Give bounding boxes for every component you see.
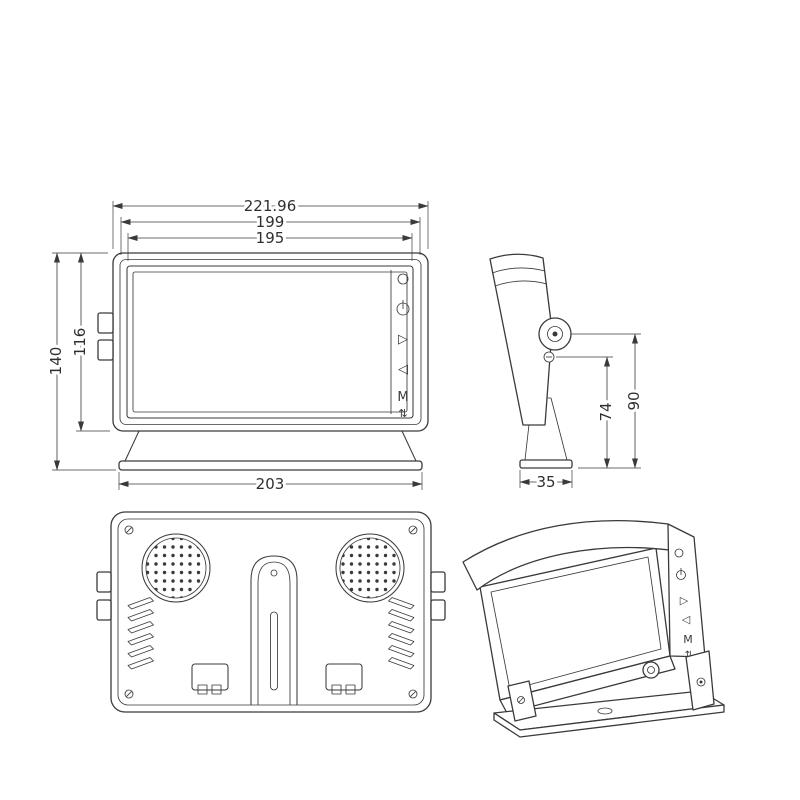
dim-bezel-width: 199 [120, 210, 421, 255]
dim-mount-to-base: 90 [571, 333, 646, 469]
mount-tab [96, 599, 112, 621]
vent-slat [388, 657, 415, 670]
column-screw-icon [270, 569, 278, 577]
updown-icon: ⇅ [685, 650, 693, 661]
monitor-bezel-line [119, 259, 422, 425]
mount-tab [97, 339, 114, 361]
dim-body-height: 116 [68, 252, 110, 432]
vent-slat [127, 633, 154, 646]
monitor-outer-outline [112, 252, 429, 432]
vent-slat [388, 633, 415, 646]
screen-outer-frame [126, 265, 414, 419]
mount-column [250, 555, 298, 705]
dim-screw-to-base-label: 74 [597, 402, 615, 421]
vent-slat [388, 645, 415, 658]
front-view: ▷ ◁ M ⇅ 221.96 199 [44, 194, 429, 496]
power-led-icon [674, 548, 684, 558]
dim-overall-height-label: 140 [47, 347, 65, 376]
vent-slat [127, 597, 154, 610]
perspective-stand [493, 650, 725, 738]
dim-screw-to-base: 74 [556, 356, 618, 469]
stand-leg-left [507, 680, 537, 722]
mount-tab [97, 312, 114, 334]
back-inner-line [117, 518, 425, 706]
dim-overall-width: 221.96 [112, 194, 429, 249]
visor-edge-line [491, 267, 546, 274]
power-icon [396, 300, 410, 316]
power-led-icon [397, 273, 409, 285]
vent-slat [388, 621, 415, 634]
button-column: ▷ ◁ M ⇅ [396, 273, 410, 420]
dim-mount-to-base-label: 90 [625, 391, 643, 410]
vent-slat [388, 597, 415, 610]
dim-base-depth: 35 [519, 470, 573, 494]
dim-base-width-label: 203 [256, 475, 285, 493]
nav-right-icon: ▷ [680, 594, 689, 607]
visor-edge-line [494, 280, 548, 287]
mount-tab [430, 571, 446, 593]
mount-tab [430, 599, 446, 621]
corner-screw-icon [124, 689, 134, 699]
dim-body-height-label: 116 [71, 328, 89, 357]
vent-slat [127, 609, 154, 622]
stand-base-edge [493, 704, 725, 738]
menu-button-label: M [683, 633, 693, 646]
side-panel-profile [489, 253, 553, 426]
vent-slats-left [127, 597, 154, 670]
stand-leg-right [685, 650, 715, 711]
corner-screw-icon [408, 689, 418, 699]
back-view [96, 511, 446, 713]
menu-button-label: M [397, 390, 408, 405]
speaker-left [141, 533, 211, 603]
front-stand [118, 430, 423, 471]
updown-icon: ⇅ [398, 407, 407, 420]
corner-screw-icon [408, 525, 418, 535]
perspective-screen-inner [490, 556, 662, 691]
vent-slat [127, 657, 154, 670]
dim-base-width: 203 [118, 472, 423, 496]
vent-slats-right [388, 597, 415, 670]
perspective-mount-knob [642, 661, 660, 679]
speaker-right [335, 533, 405, 603]
vent-slat [127, 645, 154, 658]
dim-screen-width: 195 [127, 226, 413, 261]
perspective-button-column: ▷ ◁ M ⇅ [674, 548, 693, 661]
vent-slat [127, 621, 154, 634]
connector-block-right [325, 663, 363, 695]
nav-left-icon: ◁ [398, 362, 408, 377]
power-icon [676, 568, 686, 580]
column-slot [270, 611, 278, 691]
screen-inner-frame [132, 271, 408, 413]
nav-right-icon: ▷ [398, 332, 408, 347]
side-stand-base [519, 459, 573, 469]
mount-tab [96, 571, 112, 593]
stand-base-slot [597, 707, 613, 715]
dim-bezel-width-label: 199 [256, 213, 285, 231]
perspective-view: ▷ ◁ M ⇅ [462, 520, 725, 738]
leg-screw-icon [696, 677, 706, 687]
dim-base-depth-label: 35 [536, 473, 555, 491]
side-view: 90 74 35 [489, 253, 646, 494]
corner-screw-icon [124, 525, 134, 535]
stand-base [118, 460, 423, 471]
dim-overall-height: 140 [44, 252, 116, 471]
leg-screw-icon [517, 696, 525, 704]
perspective-bottom-band [499, 655, 676, 714]
nav-left-icon: ◁ [682, 613, 691, 626]
connector-block-left [191, 663, 229, 695]
vent-slat [388, 609, 415, 622]
dim-overall-width-label: 221.96 [244, 197, 297, 215]
dim-screen-width-label: 195 [256, 229, 285, 247]
